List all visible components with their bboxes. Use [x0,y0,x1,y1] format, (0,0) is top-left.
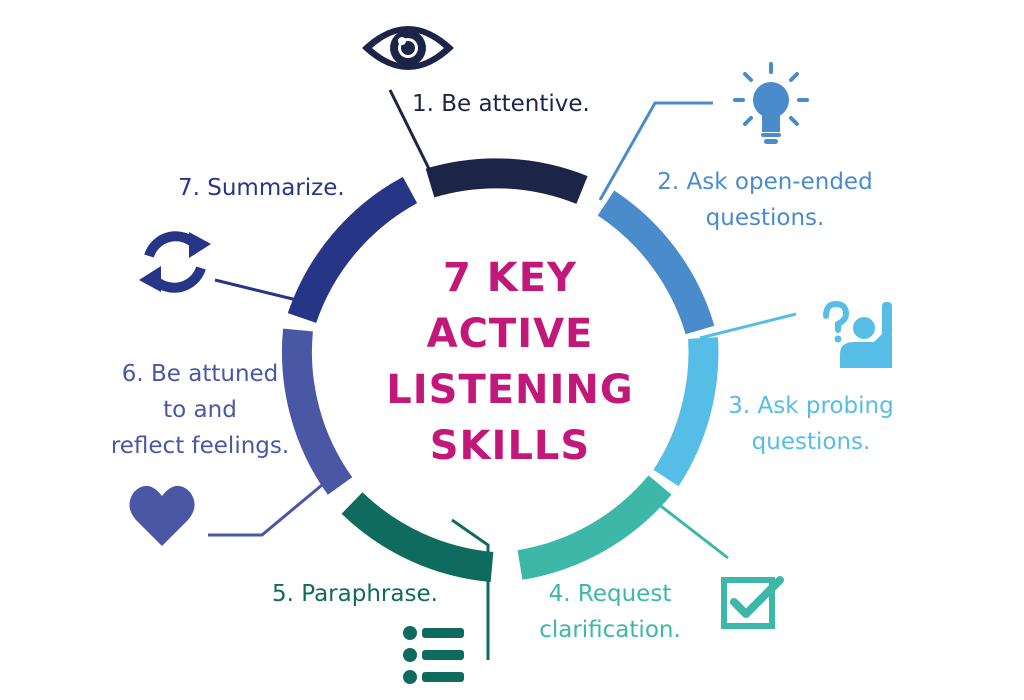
connector-4 [652,498,729,560]
center-title-line: 7 KEY [442,255,578,301]
eye-icon [362,26,454,70]
skill-label-line: reflect feelings. [110,433,290,459]
ring-segment-4 [517,475,672,580]
skill-label-line: clarification. [539,617,681,643]
skill-label-3: 3. Ask probing questions. [706,388,916,460]
refresh-arrows-icon [139,231,211,293]
skill-label-7: 7. Summarize. [178,170,345,206]
center-title-line: ACTIVE [426,311,594,357]
ring-segment-1 [425,158,588,204]
raised-hand-question-icon [823,300,892,368]
skill-label-5: 5. Paraphrase. [272,576,438,612]
skill-label-line: 1. Be attentive. [412,91,590,117]
skill-label-line: 4. Request [548,581,672,607]
skill-label-line: 3. Ask probing [728,393,894,419]
list-icon [403,626,464,684]
skill-label-2: 2. Ask open-ended questions. [630,164,900,236]
heart-icon [129,485,195,546]
center-title-line: SKILLS [429,423,591,469]
connector-5 [451,518,490,660]
connector-3 [699,312,797,340]
skill-label-line: questions. [705,205,825,231]
skill-label-1: 1. Be attentive. [412,86,590,122]
ring-segment-3 [653,337,719,487]
skill-label-4: 4. Request clarification. [520,576,700,648]
center-title: 7 KEY ACTIVE LISTENING SKILLS [360,250,660,474]
skill-label-6: 6. Be attuned to and reflect feelings. [90,356,310,464]
lightbulb-icon [733,62,809,144]
ring-segment-7 [287,176,418,324]
ring-segment-5 [341,492,494,582]
connector-7 [214,278,306,304]
connector-6 [208,468,341,537]
skill-label-line: questions. [751,429,871,455]
skill-label-line: 5. Paraphrase. [272,581,438,607]
skill-label-line: 6. Be attuned [121,361,279,387]
skill-label-line: to and [163,397,237,423]
checkbox-check-icon [721,576,784,629]
connector-1 [388,89,439,186]
center-title-line: LISTENING [386,367,634,413]
connector-2 [598,101,713,201]
ring-segment-2 [597,190,715,335]
ring-segment-6 [281,328,353,495]
skill-label-line: 7. Summarize. [178,175,345,201]
skill-label-line: 2. Ask open-ended [657,169,873,195]
